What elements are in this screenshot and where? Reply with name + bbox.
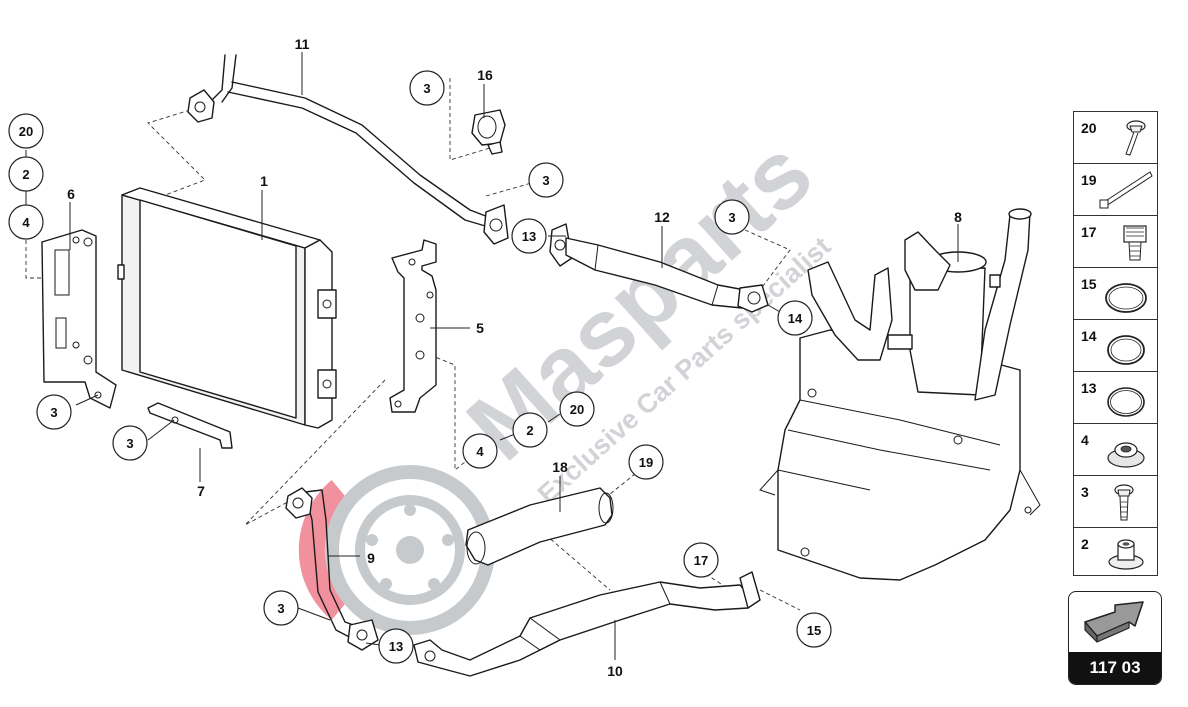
callout-3-lower-pipe[interactable]: 3 [263,590,299,626]
callout-text: 3 [50,405,57,420]
watermark: Masparts Exclusive Car Parts specialist [298,119,836,635]
panel-item-number: 17 [1081,224,1097,240]
o-ring-small-icon [1107,387,1145,417]
hose-part-10 [413,571,761,677]
panel-item-2[interactable]: 2 [1074,528,1157,577]
callout-3-clip[interactable]: 3 [409,70,445,106]
bracket-part-6 [41,229,117,409]
callout-17[interactable]: 17 [683,542,719,578]
label-part-11: 11 [295,36,310,52]
pipe-part-11 [187,54,509,245]
callout-text: 13 [389,639,403,654]
pipe-part-9 [285,487,379,651]
callout-4-middle[interactable]: 4 [462,433,498,469]
label-part-18: 18 [552,459,568,475]
panel-item-number: 15 [1081,276,1097,292]
panel-item-number: 20 [1081,120,1097,136]
panel-item-19[interactable]: 19 [1074,164,1157,216]
bracket-part-5 [389,239,437,413]
callout-text: 20 [570,402,584,417]
watermark-disc-logo [298,465,495,635]
callout-13-upper[interactable]: 13 [511,218,547,254]
o-ring-large-icon [1105,283,1147,313]
clip-part-16 [471,109,506,155]
panel-item-17[interactable]: 17 [1074,216,1157,268]
callout-text: 14 [788,311,803,326]
bracket-part-7 [147,402,233,449]
panel-item-14[interactable]: 14 [1074,320,1157,372]
callout-text: 3 [728,210,735,225]
spacer-sleeve-icon [1108,539,1144,570]
callout-3-hose[interactable]: 3 [714,199,750,235]
label-part-6: 6 [67,186,75,202]
panel-item-number: 3 [1081,484,1089,500]
small-parts-panel: 20 19 17 15 14 [1073,111,1158,576]
label-part-9: 9 [367,550,375,566]
panel-item-20[interactable]: 20 [1074,112,1157,164]
callout-3-upper-pipe[interactable]: 3 [528,162,564,198]
callout-text: 15 [807,623,821,638]
callout-text: 13 [522,229,536,244]
label-part-12: 12 [654,209,670,225]
next-page-arrow-icon[interactable] [1069,592,1161,652]
leader-lines [25,52,959,660]
bolt-with-washer-icon [1125,120,1146,156]
callout-20-middle[interactable]: 20 [559,391,595,427]
callout-text: 4 [22,215,30,230]
label-part-8: 8 [954,209,962,225]
panel-item-13[interactable]: 13 [1074,372,1157,424]
label-part-5: 5 [476,320,484,336]
sleeve-part-18 [465,487,614,566]
callout-text: 3 [126,436,133,451]
callout-text: 19 [639,455,653,470]
callout-14[interactable]: 14 [777,300,813,336]
flange-bolt-icon [1114,484,1134,521]
callout-13-lower[interactable]: 13 [378,628,414,664]
panel-item-number: 13 [1081,380,1097,396]
callout-text: 4 [476,444,484,459]
grommet-icon [1107,442,1145,468]
hose-part-12 [549,223,769,313]
o-ring-medium-icon [1107,335,1145,365]
expansion-tank-part-8 [759,208,1041,581]
callout-text: 3 [277,601,284,616]
callout-20-left[interactable]: 20 [8,113,44,149]
label-part-16: 16 [477,67,493,83]
callout-text: 2 [22,167,29,182]
callout-15[interactable]: 15 [796,612,832,648]
panel-item-3[interactable]: 3 [1074,476,1157,528]
callout-text: 20 [19,124,33,139]
label-part-7: 7 [197,483,205,499]
callout-2-left[interactable]: 2 [8,156,44,192]
callout-19[interactable]: 19 [628,444,664,480]
label-part-1: 1 [260,173,268,189]
radiator-part-1 [117,187,337,429]
label-part-10: 10 [607,663,623,679]
callout-text: 2 [526,423,533,438]
callout-text: 17 [694,553,708,568]
page-navigation-box[interactable]: 117 03 [1068,591,1162,685]
callout-3-left-bracket[interactable]: 3 [36,394,72,430]
panel-item-number: 2 [1081,536,1089,552]
callout-text: 3 [542,173,549,188]
panel-item-4[interactable]: 4 [1074,424,1157,476]
panel-item-number: 19 [1081,172,1097,188]
callout-3-small-bracket[interactable]: 3 [112,425,148,461]
callout-2-middle[interactable]: 2 [512,412,548,448]
panel-item-number: 4 [1081,432,1089,448]
panel-item-number: 14 [1081,328,1097,344]
callout-4-left[interactable]: 4 [8,204,44,240]
page-number: 117 03 [1069,652,1161,684]
cable-tie-icon [1099,171,1153,209]
callout-text: 3 [423,81,430,96]
hose-clamp-screw-icon [1123,225,1147,261]
panel-item-15[interactable]: 15 [1074,268,1157,320]
